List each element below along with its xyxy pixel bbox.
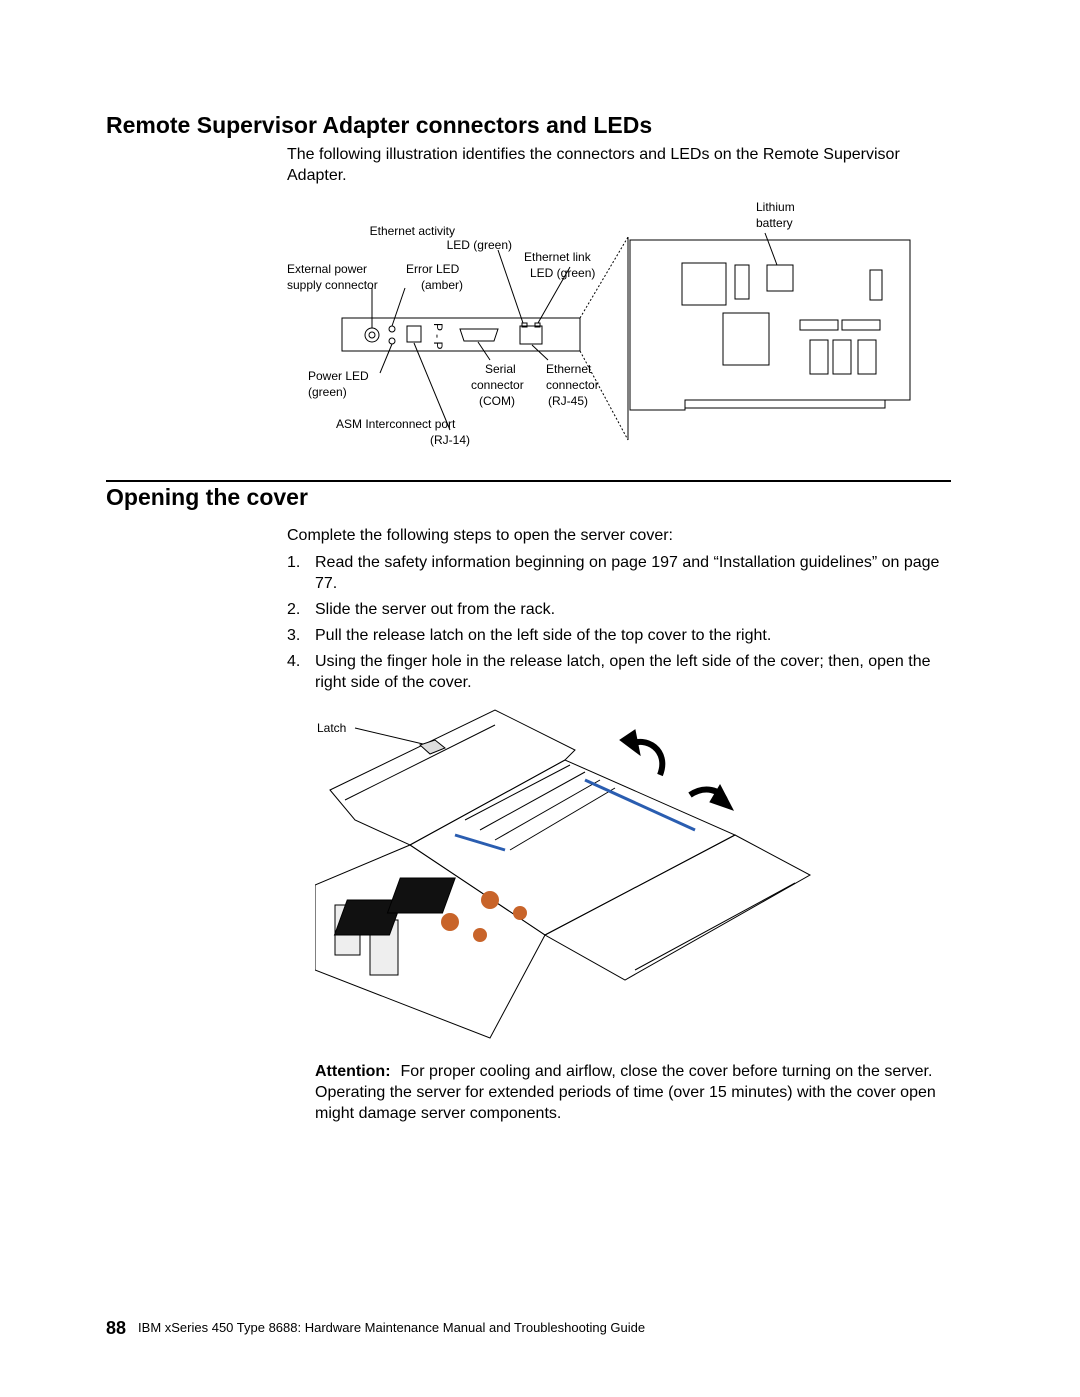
section-heading-opening-cover: Opening the cover [106, 484, 308, 510]
label-ethernet-link-led: LED (green) [530, 266, 595, 280]
step-number: 1. [287, 554, 301, 571]
label-serial: Serial [485, 362, 516, 376]
ethernet-connector [519, 325, 543, 345]
list-item: 1. Read the safety information beginning … [287, 552, 952, 594]
error-led [388, 325, 396, 333]
label-latch: Latch [317, 721, 346, 735]
rsa-bracket [341, 317, 581, 352]
label-ethernet-activity: Ethernet activity [370, 224, 455, 238]
label-error-led: Error LED [406, 262, 460, 276]
lithium-battery [766, 264, 794, 292]
steps-lead: Complete the following steps to open the… [287, 527, 673, 544]
list-item: 2. Slide the server out from the rack. [287, 599, 952, 620]
open-cover-illustration: Latch [315, 709, 812, 1039]
asm-interconnect-port [406, 325, 422, 343]
attention-notice: Attention:For proper cooling and airflow… [315, 1061, 945, 1124]
label-power-led-green: (green) [308, 385, 347, 399]
label-battery: battery [756, 216, 793, 230]
step-text: Pull the release latch on the left side … [315, 627, 772, 644]
label-ethernet-connector: connector [546, 378, 599, 392]
label-supply-connector: supply connector [287, 278, 378, 292]
step-number: 2. [287, 601, 301, 618]
page-number: 88 [106, 1318, 127, 1338]
step-text: Using the finger hole in the release lat… [315, 653, 931, 691]
label-serial-connector: connector [471, 378, 524, 392]
front-bezel [315, 844, 546, 1039]
label-lithium: Lithium [756, 200, 795, 214]
label-power-led: Power LED [308, 369, 369, 383]
attention-text: For proper cooling and airflow, close th… [315, 1063, 936, 1122]
left-cover-panel [329, 709, 576, 846]
attention-label: Attention: [315, 1063, 391, 1080]
section-divider [106, 480, 951, 482]
step-text: Read the safety information beginning on… [315, 554, 940, 592]
section-heading-rsa: Remote Supervisor Adapter connectors and… [106, 112, 653, 138]
label-asm-rj14: (RJ-14) [430, 433, 470, 447]
page-footer: 88 IBM xSeries 450 Type 8688: Hardware Ma… [106, 1318, 645, 1339]
label-ethernet-activity-led: LED (green) [447, 238, 512, 252]
label-external-power: External power [287, 262, 367, 276]
power-supply-connector [364, 327, 380, 343]
right-cover-panel [543, 834, 812, 981]
label-ethernet-rj45: (RJ-45) [548, 394, 588, 408]
latch [419, 739, 446, 755]
rsa-illustration: Ethernet activity LED (green) Ethernet l… [287, 200, 911, 447]
label-asm-port: ASM Interconnect port [336, 417, 456, 431]
chassis-top [409, 759, 737, 936]
list-item: 4. Using the finger hole in the release l… [287, 651, 952, 693]
list-item: 3. Pull the release latch on the left sid… [287, 625, 952, 646]
power-led [388, 337, 396, 345]
label-ethernet-link: Ethernet link [524, 250, 592, 264]
bracket-marking: P - P [431, 323, 445, 349]
step-number: 4. [287, 653, 301, 670]
intro-paragraph: The following illustration identifies th… [287, 146, 900, 184]
label-error-led-amber: (amber) [421, 278, 463, 292]
step-number: 3. [287, 627, 301, 644]
label-ethernet: Ethernet [546, 362, 592, 376]
serial-connector [459, 328, 499, 342]
step-text: Slide the server out from the rack. [315, 601, 556, 618]
footer-title: IBM xSeries 450 Type 8688: Hardware Main… [138, 1320, 646, 1335]
label-serial-com: (COM) [479, 394, 515, 408]
steps-list: 1. Read the safety information beginning … [287, 552, 952, 698]
